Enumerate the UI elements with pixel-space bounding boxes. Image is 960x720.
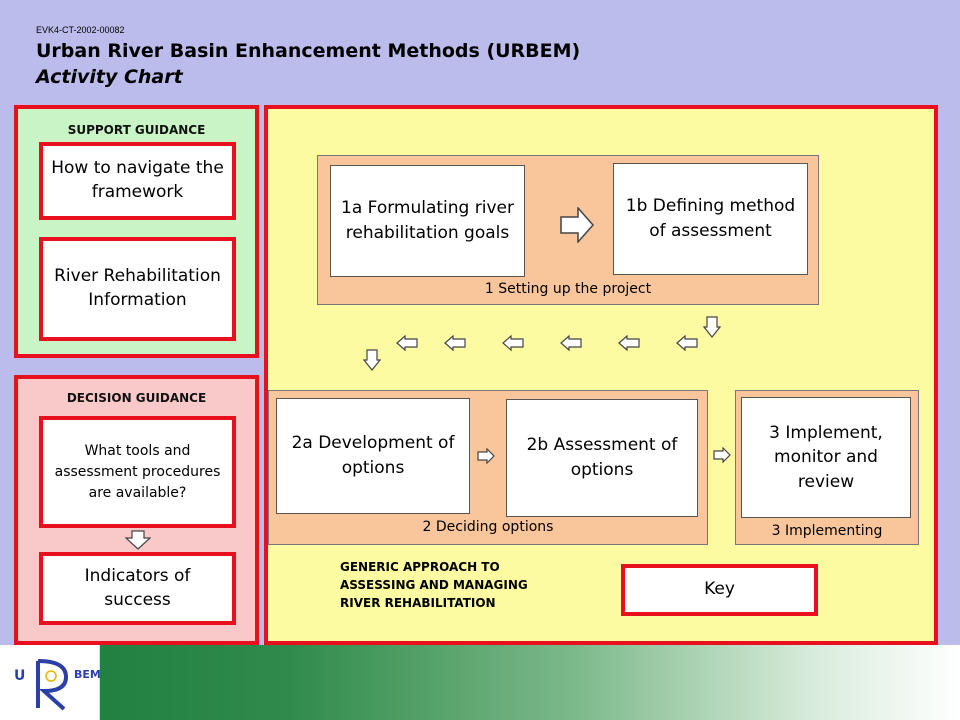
right-arrow-icon bbox=[713, 447, 731, 463]
stage-3-label: 3 Implementing bbox=[771, 523, 883, 539]
stage-1b-box[interactable]: 1b Defining method of assessment bbox=[613, 163, 808, 275]
river-rehab-info-button[interactable]: River Rehabilitation Information bbox=[39, 237, 236, 341]
project-code: EVK4-CT-2002-00082 bbox=[36, 25, 125, 35]
down-arrow-icon bbox=[125, 530, 151, 550]
logo-text-left: U bbox=[14, 668, 26, 684]
logo-text-right: BEM bbox=[74, 668, 101, 681]
left-arrow-icon bbox=[502, 335, 524, 352]
stage-3-box[interactable]: 3 Implement, monitor and review bbox=[741, 397, 911, 518]
page-title: Urban River Basin Enhancement Methods (U… bbox=[36, 40, 581, 62]
down-arrow-icon bbox=[363, 349, 381, 371]
left-arrow-icon bbox=[444, 335, 466, 352]
key-button[interactable]: Key bbox=[621, 564, 818, 616]
tools-procedures-button[interactable]: What tools and assessment procedures are… bbox=[39, 416, 236, 528]
support-guidance-label: SUPPORT GUIDANCE bbox=[67, 123, 206, 137]
stage-2a-box[interactable]: 2a Development of options bbox=[276, 398, 470, 514]
stage-1a-box[interactable]: 1a Formulating river rehabilitation goal… bbox=[330, 165, 525, 277]
left-arrow-icon bbox=[396, 335, 418, 352]
stage-2-label: 2 Deciding options bbox=[422, 519, 554, 535]
stage-2b-box[interactable]: 2b Assessment of options bbox=[506, 399, 698, 517]
footer-band bbox=[0, 645, 960, 720]
left-arrow-icon bbox=[676, 335, 698, 352]
decision-guidance-label: DECISION GUIDANCE bbox=[66, 391, 207, 405]
stage-1-label: 1 Setting up the project bbox=[484, 281, 652, 297]
logo-mark-icon bbox=[36, 659, 69, 711]
indicators-of-success-button[interactable]: Indicators of success bbox=[39, 552, 236, 625]
page-subtitle: Activity Chart bbox=[36, 66, 183, 88]
support-guidance-panel: SUPPORT GUIDANCE How to navigate the fra… bbox=[14, 105, 259, 358]
down-arrow-icon bbox=[703, 316, 721, 338]
right-arrow-icon bbox=[477, 448, 495, 464]
urbem-logo bbox=[0, 645, 100, 720]
left-arrow-icon bbox=[560, 335, 582, 352]
decision-guidance-panel: DECISION GUIDANCE What tools and assessm… bbox=[14, 375, 259, 645]
generic-approach-note: GENERIC APPROACH TO ASSESSING AND MANAGI… bbox=[340, 560, 528, 610]
left-arrow-icon bbox=[618, 335, 640, 352]
navigate-framework-button[interactable]: How to navigate the framework bbox=[39, 142, 236, 220]
right-arrow-icon bbox=[560, 207, 594, 243]
